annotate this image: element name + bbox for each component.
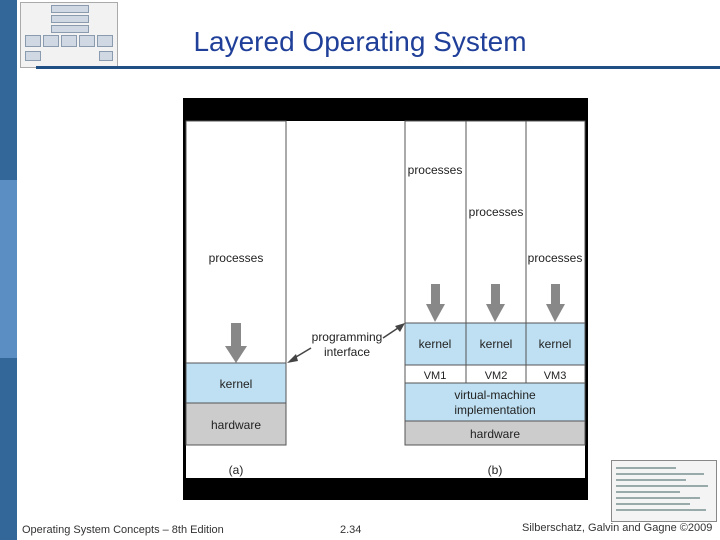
left-accent-bar-highlight <box>0 180 17 358</box>
b-vm-implementation-line1: virtual-machine <box>454 388 536 402</box>
b-kernel-2: kernel <box>480 337 513 351</box>
footer-copyright: Silberschatz, Galvin and Gagne ©2009 <box>522 522 712 534</box>
a-processes-label: processes <box>209 251 264 265</box>
layered-vm-diagram: processes kernel hardware (a) programmin… <box>183 98 588 500</box>
b-caption: (b) <box>488 463 503 477</box>
a-hardware-label: hardware <box>211 418 261 432</box>
footer-page-number: 2.34 <box>340 524 361 536</box>
a-arrow-shaft <box>231 323 241 348</box>
b-processes-3: processes <box>528 251 583 265</box>
b-hardware-label: hardware <box>470 427 520 441</box>
b-processes-2: processes <box>469 205 524 219</box>
b-kernel-3: kernel <box>539 337 572 351</box>
b-vm-2: VM2 <box>485 370 508 382</box>
programming-interface-line2: interface <box>324 345 370 359</box>
diagram-frame: processes kernel hardware (a) programmin… <box>183 98 588 500</box>
b-vm-1: VM1 <box>424 370 447 382</box>
b-arrow-shaft-2 <box>491 284 500 306</box>
a-caption: (a) <box>229 463 244 477</box>
b-vm-implementation-line2: implementation <box>454 403 535 417</box>
header-rule <box>36 66 720 69</box>
layered-structure-thumbnail <box>20 2 118 68</box>
programming-interface-line1: programming <box>312 330 383 344</box>
b-kernel-1: kernel <box>419 337 452 351</box>
b-vm-3: VM3 <box>544 370 567 382</box>
footer-book-title: Operating System Concepts – 8th Edition <box>22 524 224 536</box>
b-arrow-shaft-1 <box>431 284 440 306</box>
a-kernel-label: kernel <box>220 377 253 391</box>
slide-title: Layered Operating System <box>120 26 600 58</box>
b-arrow-shaft-3 <box>551 284 560 306</box>
system-call-thumbnail <box>611 460 717 522</box>
b-processes-1: processes <box>408 163 463 177</box>
